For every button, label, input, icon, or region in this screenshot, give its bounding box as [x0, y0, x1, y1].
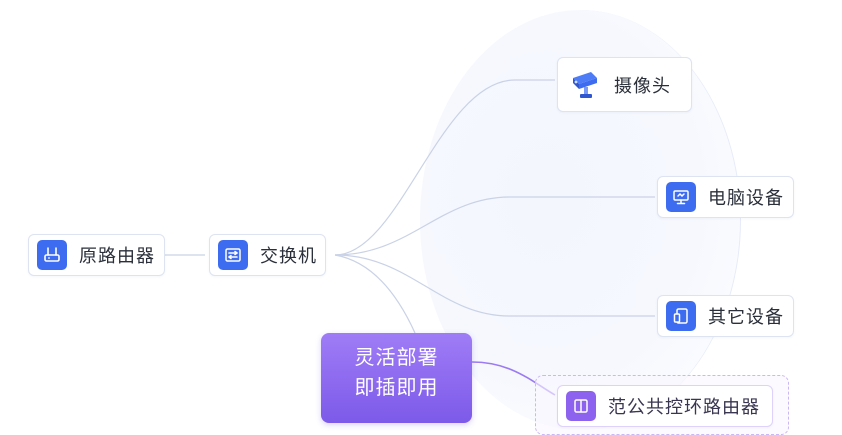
connector-lines — [165, 79, 655, 396]
partial-device-label: 范公共控环路由器 — [608, 397, 760, 417]
camera-label: 摄像头 — [614, 75, 671, 96]
link-switch-feature — [334, 254, 416, 334]
other-devices-label: 其它设备 — [708, 307, 784, 327]
link-switch-computer — [334, 196, 655, 256]
feature-line-2: 即插即用 — [354, 377, 439, 399]
router-label: 原路由器 — [79, 246, 155, 266]
link-switch-other — [334, 254, 655, 317]
switch-label: 交换机 — [260, 246, 317, 266]
partial-device-node[interactable]: 范公共控环路由器 — [557, 385, 773, 427]
camera-node[interactable]: 摄像头 — [557, 57, 692, 112]
camera-icon — [566, 67, 602, 103]
router-node[interactable]: 原路由器 — [28, 234, 165, 276]
router-icon — [37, 240, 67, 270]
monitor-icon — [666, 182, 696, 212]
grid-icon — [566, 391, 596, 421]
link-switch-camera — [334, 79, 555, 256]
feature-badge: 灵活部署 即插即用 — [321, 333, 472, 423]
tablet-icon — [666, 301, 696, 331]
computer-label: 电脑设备 — [708, 188, 784, 208]
switch-icon — [218, 240, 248, 270]
other-devices-node[interactable]: 其它设备 — [657, 295, 794, 337]
switch-node[interactable]: 交换机 — [209, 234, 326, 276]
feature-line-1: 灵活部署 — [354, 347, 439, 369]
computer-node[interactable]: 电脑设备 — [657, 176, 794, 218]
